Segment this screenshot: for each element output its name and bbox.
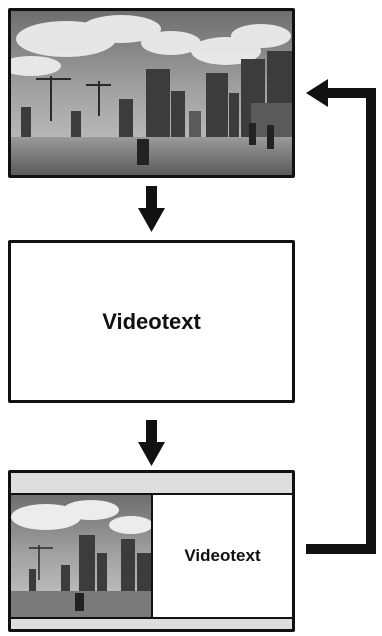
composite-output: Videotext [8,470,295,632]
city-photo-image [11,11,292,175]
composite-top-border [11,493,292,495]
composite-bottom-border [11,617,292,619]
composite-photo [11,495,153,617]
feedback-loop-arrow [306,79,376,554]
composite-videotext-label: Videotext [184,546,261,565]
composite-videotext-panel: Videotext [153,495,292,617]
city-photo [8,8,295,178]
arrow-down-icon [138,186,165,232]
arrow-left-icon [306,79,328,107]
videotext-box: Videotext [8,240,295,403]
composite-photo-image [11,495,151,617]
videotext-label: Videotext [102,308,201,334]
arrow-down-icon [138,420,165,466]
